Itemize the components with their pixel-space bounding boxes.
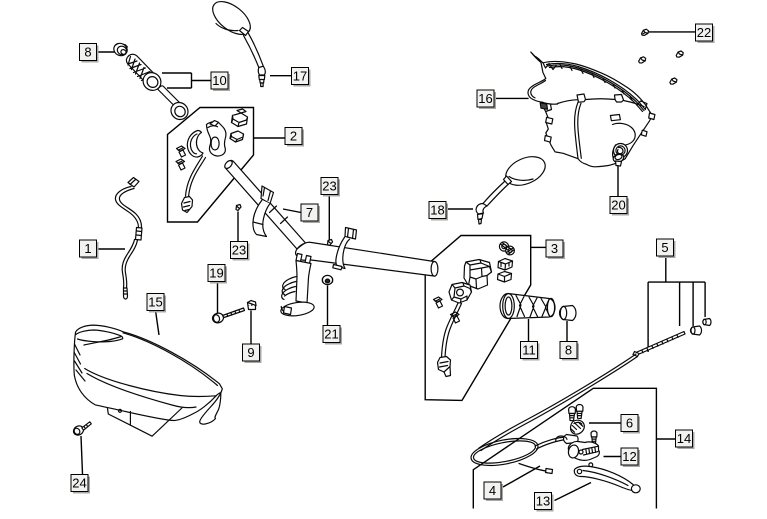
svg-text:15: 15 <box>148 295 162 310</box>
svg-text:10: 10 <box>212 73 226 88</box>
svg-text:11: 11 <box>522 343 536 358</box>
svg-text:22: 22 <box>697 25 711 40</box>
svg-text:7: 7 <box>306 205 313 220</box>
svg-text:4: 4 <box>489 483 496 498</box>
svg-text:20: 20 <box>611 198 625 213</box>
svg-text:17: 17 <box>293 69 307 84</box>
svg-text:23: 23 <box>322 179 336 194</box>
svg-text:3: 3 <box>551 241 558 256</box>
svg-text:16: 16 <box>478 91 492 106</box>
svg-text:8: 8 <box>84 45 91 60</box>
svg-text:5: 5 <box>661 240 668 255</box>
svg-text:9: 9 <box>247 345 254 360</box>
svg-text:23: 23 <box>232 243 246 258</box>
svg-text:13: 13 <box>536 494 550 509</box>
svg-text:14: 14 <box>677 431 691 446</box>
svg-text:18: 18 <box>430 203 444 218</box>
svg-text:6: 6 <box>626 416 633 431</box>
svg-text:19: 19 <box>209 266 223 281</box>
svg-text:24: 24 <box>72 476 86 491</box>
svg-text:12: 12 <box>622 449 636 464</box>
svg-text:21: 21 <box>324 327 338 342</box>
svg-text:8: 8 <box>565 343 572 358</box>
svg-text:1: 1 <box>84 241 91 256</box>
svg-text:2: 2 <box>290 129 297 144</box>
